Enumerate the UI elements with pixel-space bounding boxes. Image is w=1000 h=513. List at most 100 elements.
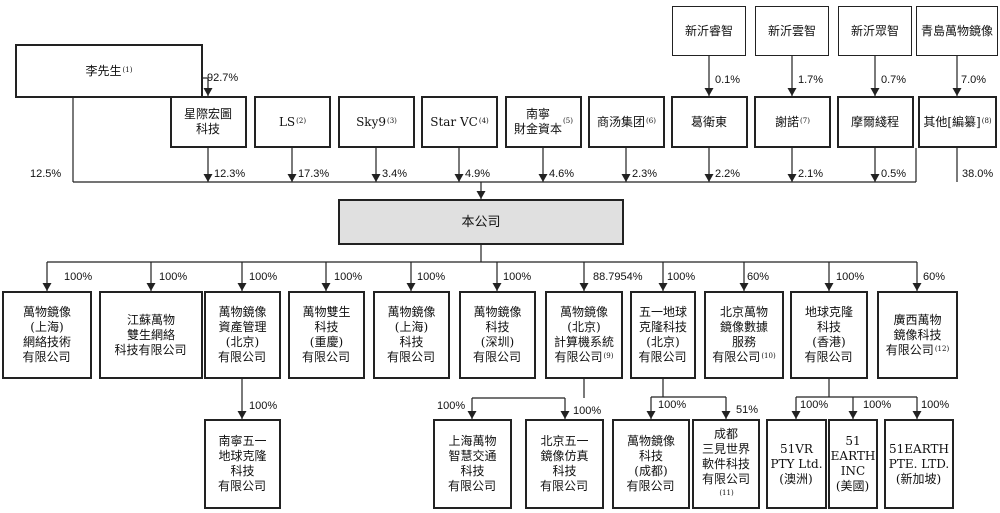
subsidiary: 萬物鏡像 (上海) 科技 有限公司	[373, 291, 450, 379]
subsidiary-name: 上海萬物 智慧交通 科技 有限公司	[447, 434, 497, 493]
subsidiary: 江蘇萬物 雙生網絡 科技有限公司	[99, 291, 203, 379]
shareholder: Sky9(3)	[338, 96, 415, 148]
sub-subsidiary: 51 EARTH INC (美國)	[828, 419, 878, 509]
subsidiary-name: 萬物雙生 科技 (重慶) 有限公司	[301, 305, 351, 364]
pct-label: 100%	[667, 271, 696, 283]
sub-subsidiary: 南寧五一 地球克隆 科技 有限公司	[204, 419, 281, 509]
holder-mr-li: 李先生(1)	[15, 44, 203, 98]
arrowhead	[321, 283, 331, 291]
holder-name: 青島萬物鏡像	[920, 23, 993, 38]
pct-label: 100%	[573, 405, 602, 417]
subsidiary: 萬物雙生 科技 (重慶) 有限公司	[288, 291, 365, 379]
pct-label: 3.4%	[382, 168, 408, 180]
pct-label: 4.9%	[465, 168, 491, 180]
subsidiary: 萬物鏡像 (上海) 網絡技術 有限公司	[2, 291, 92, 379]
shareholder: 摩爾綫程	[837, 96, 914, 148]
arrowhead	[371, 174, 381, 182]
subsidiary-name: 萬物鏡像 資產管理 (北京) 有限公司	[217, 305, 267, 364]
arrowhead	[739, 283, 749, 291]
subsidiary-name: 廣西萬物 鏡像科技 有限公司	[885, 312, 942, 357]
pct-label: 100%	[503, 271, 532, 283]
footnote-ref: (10)	[761, 352, 776, 360]
subsidiary-name: 五一地球 克隆科技 (北京) 有限公司	[638, 305, 687, 364]
footnote-ref: (1)	[122, 65, 133, 74]
arrowhead	[848, 411, 858, 419]
pct-label: 100%	[836, 271, 865, 283]
pct-label: 100%	[921, 399, 950, 411]
shareholder: 謝諾(7)	[754, 96, 831, 148]
arrowhead	[454, 174, 464, 182]
subsidiary: 北京萬物 鏡像數據 服務 有限公司(10)	[704, 291, 784, 379]
arrowhead	[237, 411, 247, 419]
subsidiary-name: 地球克隆 科技 (香港) 有限公司	[804, 305, 853, 364]
subsidiary-name: 萬物鏡像 科技 (深圳) 有限公司	[472, 305, 522, 364]
subsidiary: 萬物鏡像 資產管理 (北京) 有限公司	[204, 291, 281, 379]
pct-label: 1.7%	[798, 74, 824, 86]
upper-holder: 新沂眾智	[838, 6, 912, 56]
footnote-ref: (5)	[563, 116, 573, 125]
arrowhead	[721, 411, 731, 419]
subsidiary: 地球克隆 科技 (香港) 有限公司	[790, 291, 868, 379]
arrowhead	[952, 88, 962, 96]
pct-label: 92.7%	[207, 72, 239, 84]
subsidiary: 五一地球 克隆科技 (北京) 有限公司	[630, 291, 696, 379]
footnote-ref: (12)	[934, 344, 950, 353]
shareholder-name: 謝諾	[775, 114, 800, 129]
shareholder: 南寧 財金資本(5)	[505, 96, 582, 148]
pct-label: 2.1%	[798, 168, 824, 180]
footnote-ref: (6)	[646, 116, 656, 125]
pct-label: 60%	[747, 271, 770, 283]
arrowhead	[912, 283, 922, 291]
shareholder: 其他[編纂](8)	[918, 96, 997, 148]
holder-name: 新沂睿智	[684, 23, 733, 38]
pct-label: 100%	[437, 400, 466, 412]
subsidiary-name: 萬物鏡像 科技 (成都) 有限公司	[626, 434, 675, 493]
arrowhead	[42, 283, 52, 291]
subsidiary: 萬物鏡像 科技 (深圳) 有限公司	[459, 291, 536, 379]
arrowhead	[824, 283, 834, 291]
pct-label: 2.3%	[632, 168, 658, 180]
sub-subsidiary: 51EARTH PTE. LTD. (新加坡)	[884, 419, 954, 509]
subsidiary-name: 萬物鏡像 (上海) 網絡技術 有限公司	[22, 305, 71, 364]
arrowhead	[579, 283, 589, 291]
holder-name: 新沂眾智	[850, 23, 899, 38]
arrowhead	[492, 283, 502, 291]
shareholder: 商汤集团(6)	[588, 96, 665, 148]
pct-label: 7.0%	[961, 74, 987, 86]
shareholder: 葛衛東	[671, 96, 748, 148]
pct-label: 0.5%	[881, 168, 907, 180]
arrowhead	[237, 283, 247, 291]
subsidiary-name: 成都 三見世界 軟件科技 有限公司	[701, 426, 750, 486]
arrowhead	[658, 283, 668, 291]
footnote-ref: (2)	[296, 116, 307, 125]
subsidiary-name: 51VR PTY Ltd. (澳洲)	[770, 441, 823, 486]
arrowhead	[476, 191, 486, 199]
sub-subsidiary: 上海萬物 智慧交通 科技 有限公司	[433, 419, 512, 509]
subsidiary-name: 萬物鏡像 (上海) 科技 有限公司	[386, 305, 436, 364]
footnote-ref: (4)	[478, 116, 489, 125]
arrowhead	[704, 174, 714, 182]
pct-label: 51%	[736, 404, 759, 416]
sub-subsidiary: 萬物鏡像 科技 (成都) 有限公司	[612, 419, 690, 509]
shareholder-name: LS	[278, 114, 296, 129]
pct-label: 100%	[800, 399, 829, 411]
upper-holder: 新沂雲智	[755, 6, 829, 56]
footnote-ref: (7)	[800, 116, 810, 125]
shareholder: 星際宏圖 科技	[170, 96, 247, 148]
pct-label: 12.3%	[214, 168, 246, 180]
subsidiary-name: 51 EARTH INC (美國)	[830, 434, 876, 493]
arrowhead	[791, 411, 801, 419]
arrowhead	[203, 174, 213, 182]
subsidiary-name: 北京萬物 鏡像數據 服務 有限公司	[712, 305, 768, 364]
pct-label: 100%	[64, 271, 93, 283]
arrowhead	[406, 283, 416, 291]
arrowhead	[287, 174, 297, 182]
sub-subsidiary: 51VR PTY Ltd. (澳洲)	[766, 419, 827, 509]
pct-label: 2.2%	[715, 168, 741, 180]
subsidiary-name: 萬物鏡像 (北京) 計算機系統 有限公司	[553, 305, 614, 364]
subsidiary-name: 北京五一 鏡像仿真 科技 有限公司	[539, 434, 589, 493]
holder-name: 李先生	[85, 63, 122, 78]
arrowhead	[621, 174, 631, 182]
arrowhead	[870, 174, 880, 182]
